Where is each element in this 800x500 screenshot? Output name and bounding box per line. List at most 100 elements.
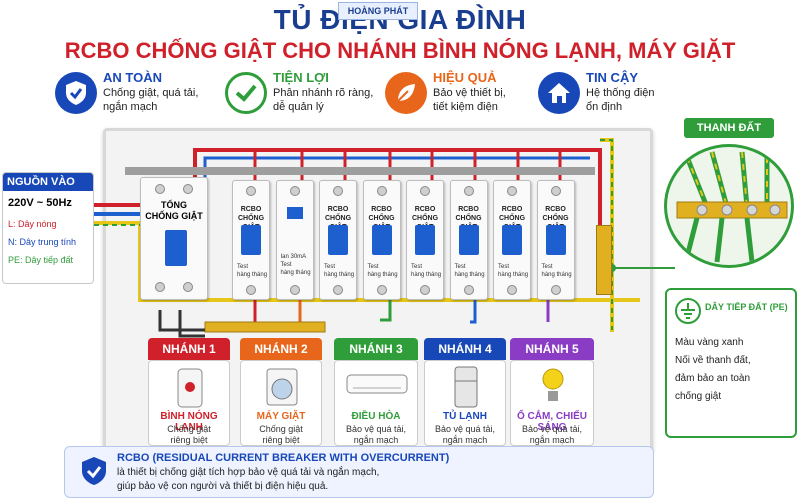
screw: [289, 285, 300, 295]
screw: [155, 282, 165, 292]
branch-name: BÌNH NÓNG LẠNH: [160, 411, 218, 433]
screw: [333, 285, 343, 295]
branch-desc: Bảo vệ quá tải,: [345, 424, 407, 434]
branch-card-2[interactable]: NHÁNH 2 MÁY GIẶT Chống giật riêng biệt: [240, 338, 322, 446]
screw: [507, 285, 517, 295]
screw: [550, 285, 561, 295]
branch-body: BÌNH NÓNG LẠNH Chống giật riêng biệt: [148, 360, 230, 446]
branch-desc: ngắn mạch: [529, 435, 575, 445]
leaf-icon: [385, 72, 427, 114]
branch-head: NHÁNH 4: [424, 338, 506, 360]
screw: [463, 285, 474, 295]
branch-body: ĐIỀU HÒA Bảo vệ quá tải, ngắn mạch: [334, 360, 418, 446]
screw: [376, 285, 387, 295]
feature-desc: Chống giật, quá tải,: [103, 87, 199, 99]
feature-desc: ngắn mạch: [103, 101, 158, 113]
branch-desc: riêng biệt: [170, 435, 208, 445]
pe-desc: đảm bảo an toàn: [675, 373, 751, 384]
feature-desc: Hệ thống điện: [586, 87, 655, 99]
branch-card-3[interactable]: NHÁNH 3 ĐIỀU HÒA Bảo vệ quá tải, ngắn mạ…: [334, 338, 418, 446]
branch-card-5[interactable]: NHÁNH 5 Ổ CẮM, CHIẾU SÁNG Bảo vệ quá tải…: [510, 338, 594, 446]
rcbo-toggle[interactable]: [328, 225, 348, 255]
rcbo-toggle[interactable]: [502, 225, 522, 255]
screw: [246, 186, 256, 196]
feature-desc: ổn định: [586, 101, 623, 113]
rcbo-toggle[interactable]: [415, 225, 435, 255]
screw: [289, 186, 300, 196]
test-button[interactable]: [286, 207, 303, 219]
branch-head: NHÁNH 5: [510, 338, 594, 360]
feature-desc: Bảo vệ thiết bị,: [433, 87, 506, 99]
washing-machine-icon: [266, 368, 298, 406]
branch-name: TỦ LẠNH: [443, 411, 487, 422]
branch-body: TỦ LẠNH Bảo vệ quá tải, ngắn mạch: [424, 360, 506, 446]
feature-title: AN TOÀN: [103, 70, 162, 85]
ground-icon: [675, 298, 701, 324]
rcbo-toggle[interactable]: [241, 225, 261, 255]
branch-desc: riêng biệt: [262, 435, 300, 445]
shield-check-icon: [79, 455, 109, 487]
screw: [183, 282, 193, 292]
feature-reliability: TIN CẬY Hệ thống điện ổn định: [538, 70, 688, 122]
branch-card-4[interactable]: NHÁNH 4 TỦ LẠNH Bảo vệ quá tải, ngắn mạc…: [424, 338, 506, 446]
branch-desc: Chống giật: [259, 424, 303, 434]
feature-desc: Phân nhánh rõ ràng,: [273, 87, 374, 99]
feature-safety: AN TOÀN Chống giật, quá tải, ngắn mạch: [55, 70, 215, 122]
page-subtitle: RCBO CHỐNG GIẬT CHO NHÁNH BÌNH NÓNG LẠNH…: [64, 38, 736, 63]
line-wire-label: L: Dây nóng: [8, 219, 57, 229]
feature-title: TIN CẬY: [586, 70, 638, 85]
house-icon: [538, 72, 580, 114]
pe-desc: chống giật: [675, 391, 722, 402]
screw: [550, 186, 561, 196]
power-input-title: NGUỒN VÀO: [3, 173, 93, 191]
branch-name: ĐIỀU HÒA: [351, 411, 401, 422]
rcbo-toggle[interactable]: [458, 225, 479, 255]
pe-desc: Màu vàng xanh: [675, 337, 744, 348]
rcbo-info-line: là thiết bị chống giật tích hợp bảo vệ q…: [117, 467, 380, 478]
branch-head: NHÁNH 1: [148, 338, 230, 360]
branch-name: MÁY GIẶT: [256, 411, 306, 422]
screw: [183, 184, 193, 194]
power-input-box: NGUỒN VÀO 220V ~ 50Hz L: Dây nóng N: Dây…: [2, 172, 94, 284]
rcbo-toggle[interactable]: [545, 225, 566, 255]
fridge-icon: [454, 366, 478, 408]
pe-title: DÂY TIẾP ĐẤT (PE): [705, 302, 788, 312]
feature-title: TIỆN LỢI: [273, 70, 329, 85]
feature-convenience: TIỆN LỢI Phân nhánh rõ ràng, dễ quản lý: [225, 70, 385, 122]
branch-body: MÁY GIẶT Chống giật riêng biệt: [240, 360, 322, 446]
branch-desc: Bảo vệ quá tải,: [434, 424, 496, 434]
branch-name: Ổ CẮM, CHIẾU SÁNG: [517, 411, 587, 433]
branch-card-1[interactable]: NHÁNH 1 BÌNH NÓNG LẠNH Chống giật riêng …: [148, 338, 230, 446]
air-conditioner-icon: [346, 374, 408, 394]
voltage-label: 220V ~ 50Hz: [8, 197, 72, 209]
screw: [246, 285, 256, 295]
screw: [507, 186, 517, 196]
branch-desc: Chống giật: [167, 424, 211, 434]
water-heater-icon: [177, 368, 203, 408]
main-breaker-toggle[interactable]: [165, 230, 187, 266]
branch-desc: ngắn mạch: [442, 435, 488, 445]
feature-efficiency: HIỆU QUẢ Bảo vệ thiết bị, tiết kiệm điện: [385, 70, 535, 122]
din-rail: [125, 167, 595, 175]
pe-info-box: DÂY TIẾP ĐẤT (PE) Màu vàng xanh Nối về t…: [665, 288, 797, 438]
rcbo-toggle[interactable]: [371, 225, 392, 255]
earth-bar-closeup: THANH ĐẤT: [660, 118, 798, 268]
feature-desc: tiết kiệm điện: [433, 101, 498, 113]
earth-bar-label: THANH ĐẤT: [684, 118, 774, 138]
earth-bar: [596, 225, 612, 295]
main-breaker[interactable]: TỔNG CHỐNG GIẬT: [140, 177, 208, 300]
feature-desc: dễ quản lý: [273, 101, 324, 113]
